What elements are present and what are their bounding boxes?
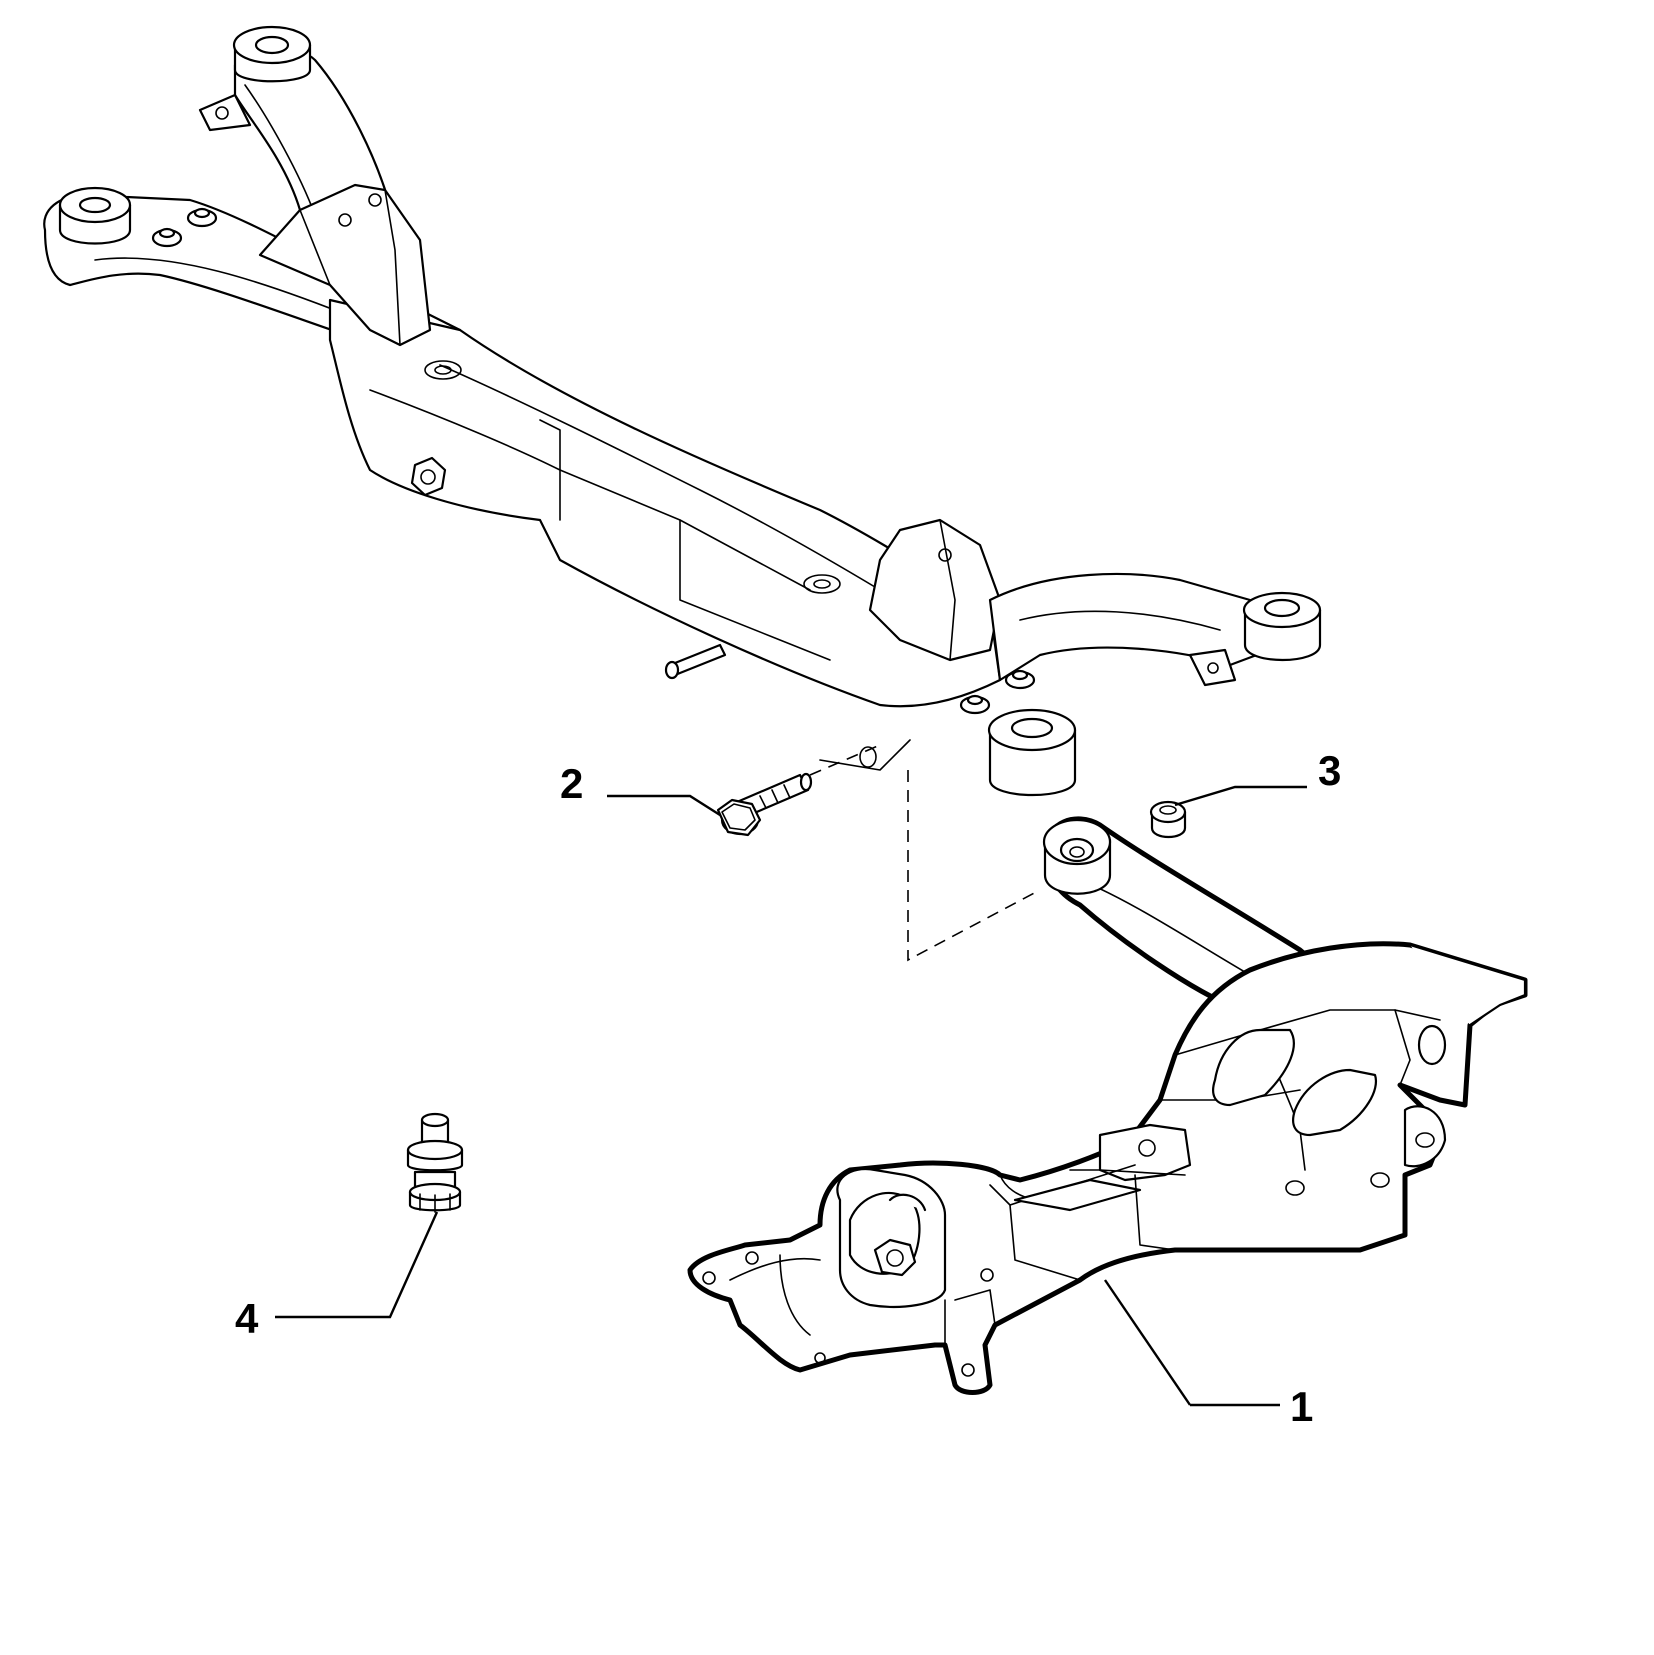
callout-1: 1	[1290, 1383, 1313, 1430]
alignment-dashed-line	[907, 770, 1041, 962]
callout-2: 2	[560, 760, 583, 807]
part-2-bolt	[716, 772, 813, 837]
subframe-bushings	[58, 25, 1322, 797]
leader-line-2	[607, 794, 721, 817]
bolt-alignment-dashed-line	[809, 744, 881, 776]
leader-lines	[275, 785, 1307, 1407]
leader-line-3	[1174, 785, 1307, 807]
rear-subframe	[43, 49, 1272, 771]
callout-4: 4	[235, 1295, 259, 1342]
leader-line-4	[275, 1211, 439, 1319]
part-4-stud	[406, 1112, 464, 1213]
part-3-nut	[1149, 800, 1187, 839]
leader-line-1-angled	[1104, 1279, 1191, 1406]
callout-3: 3	[1318, 747, 1341, 794]
part-1-suspension-arm	[687, 816, 1528, 1395]
